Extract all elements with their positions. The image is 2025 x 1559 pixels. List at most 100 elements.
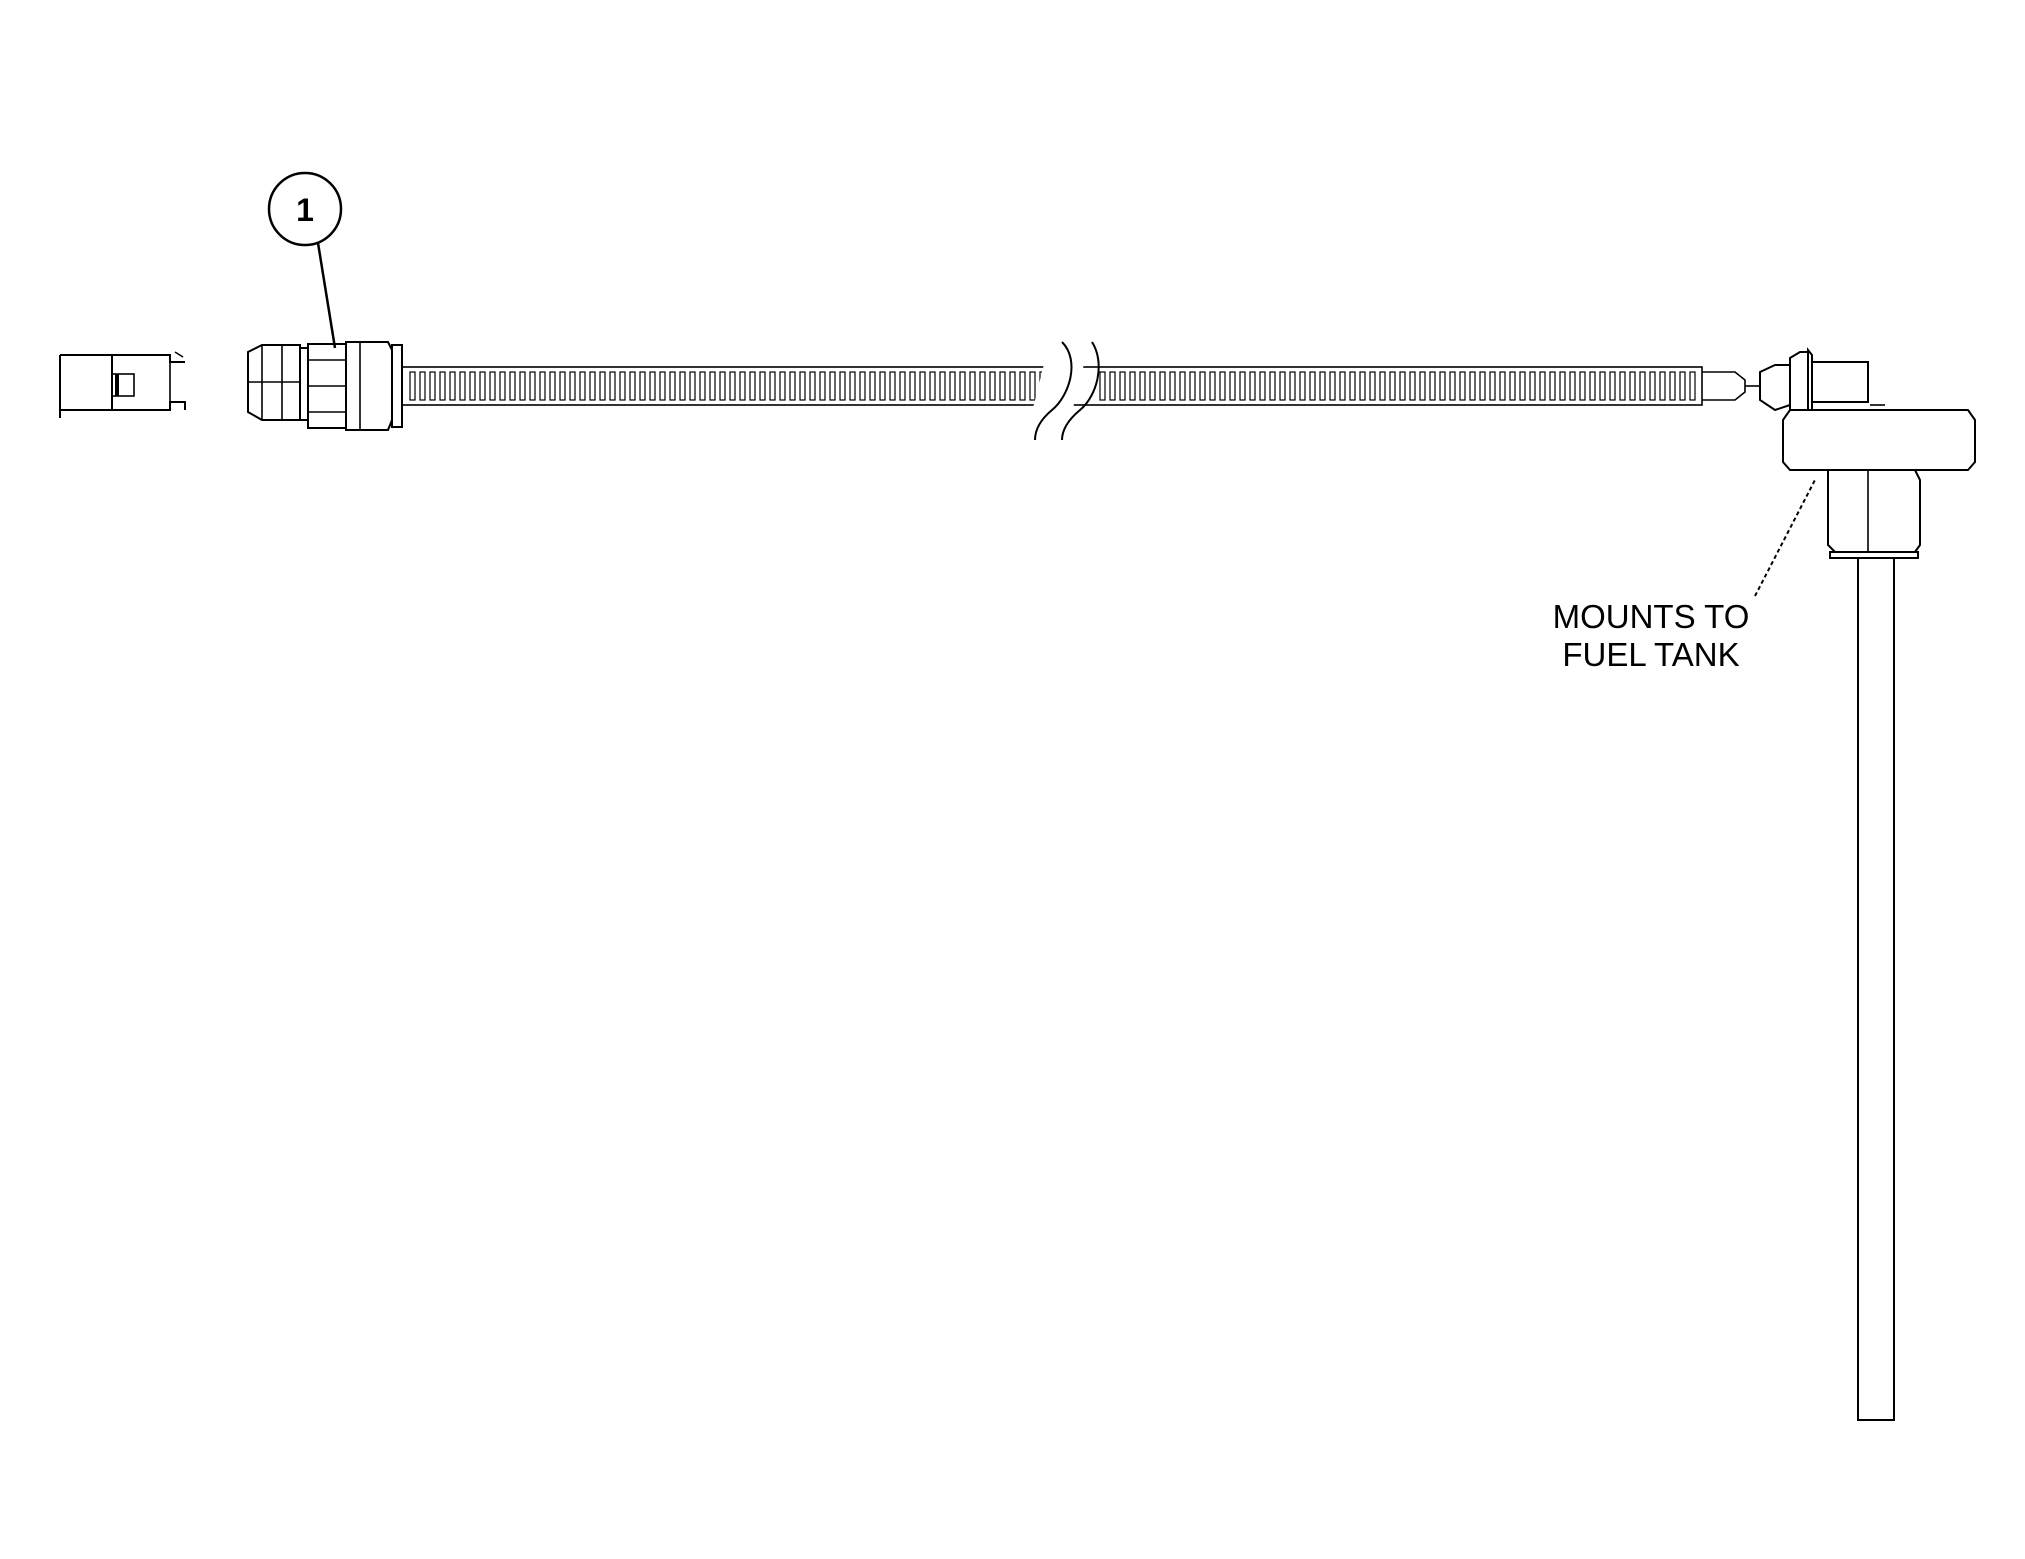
loom-rib — [1009, 371, 1016, 401]
loom-rib — [559, 371, 566, 401]
loom-rib — [819, 371, 826, 401]
loom-rib — [1459, 371, 1466, 401]
loom-rib — [1689, 371, 1696, 401]
loom-rib — [1329, 371, 1336, 401]
loom-rib — [1669, 371, 1676, 401]
loom-rib — [519, 371, 526, 401]
mount-note-line1: MOUNTS TO — [1553, 598, 1750, 635]
loom-rib — [709, 371, 716, 401]
loom-rib — [999, 371, 1006, 401]
loom-rib — [1229, 371, 1236, 401]
loom-rib — [1269, 371, 1276, 401]
loom-rib — [1339, 371, 1346, 401]
loom-rib — [979, 371, 986, 401]
loom-rib — [1019, 371, 1026, 401]
callout-1-label: 1 — [296, 192, 314, 228]
loom-rib — [1209, 371, 1216, 401]
fuel-sender-tube — [1857, 557, 1895, 1421]
loom-rib — [1429, 371, 1436, 401]
loom-rib — [1099, 371, 1106, 401]
loom-rib — [579, 371, 586, 401]
loom-rib — [1439, 371, 1446, 401]
loom-rib — [859, 371, 866, 401]
loom-rib — [499, 371, 506, 401]
loom-rib — [1399, 371, 1406, 401]
loom-rib — [779, 371, 786, 401]
loom-rib — [759, 371, 766, 401]
loom-rib — [829, 371, 836, 401]
loom-rib — [589, 371, 596, 401]
loom-rib — [1279, 371, 1286, 401]
callout-1: 1 — [267, 171, 343, 349]
loom-rib — [1549, 371, 1556, 401]
loom-rib — [949, 371, 956, 401]
loom-rib — [729, 371, 736, 401]
loom-rib — [939, 371, 946, 401]
loom-rib — [849, 371, 856, 401]
loom-rib — [799, 371, 806, 401]
loom-rib — [1569, 371, 1576, 401]
loom-rib — [529, 371, 536, 401]
loom-rib — [609, 371, 616, 401]
loom-rib — [1609, 371, 1616, 401]
loom-rib — [489, 371, 496, 401]
loom-rib — [1389, 371, 1396, 401]
note-leader — [1754, 477, 1817, 597]
loom-rib — [459, 371, 466, 401]
fuel-sender-head — [1702, 347, 1976, 559]
loom-rib — [419, 371, 426, 401]
loom-rib — [1489, 371, 1496, 401]
loom-rib — [1659, 371, 1666, 401]
loom-rib — [1509, 371, 1516, 401]
loom-rib — [1589, 371, 1596, 401]
loom-rib — [619, 371, 626, 401]
loom-rib — [749, 371, 756, 401]
loom-rib — [809, 371, 816, 401]
loom-rib — [1679, 371, 1686, 401]
loom-rib — [739, 371, 746, 401]
loom-rib — [569, 371, 576, 401]
loom-rib — [989, 371, 996, 401]
loom-rib — [1629, 371, 1636, 401]
loom-rib — [1199, 371, 1206, 401]
loom-rib — [1149, 371, 1156, 401]
loom-rib — [449, 371, 456, 401]
loom-rib — [409, 371, 416, 401]
loom-rib — [699, 371, 706, 401]
loom-rib — [1029, 371, 1036, 401]
loom-rib — [479, 371, 486, 401]
loom-rib — [469, 371, 476, 401]
harness-connector — [247, 341, 403, 431]
loom-rib — [599, 371, 606, 401]
loom-rib — [1449, 371, 1456, 401]
loom-rib — [1369, 371, 1376, 401]
loom-rib — [1379, 371, 1386, 401]
loom-rib — [909, 371, 916, 401]
loom-rib — [1159, 371, 1166, 401]
loom-rib — [439, 371, 446, 401]
loom-rib — [929, 371, 936, 401]
loom-rib — [719, 371, 726, 401]
loom-rib — [1139, 371, 1146, 401]
loom-rib — [1599, 371, 1606, 401]
loom-rib — [1179, 371, 1186, 401]
loom-rib — [1649, 371, 1656, 401]
loom-rib — [1499, 371, 1506, 401]
loom-rib — [919, 371, 926, 401]
loom-rib — [549, 371, 556, 401]
mating-connector — [59, 351, 186, 418]
loom-rib — [899, 371, 906, 401]
loom-rib — [1189, 371, 1196, 401]
loom-rib — [1309, 371, 1316, 401]
loom-rib — [429, 371, 436, 401]
loom-rib — [659, 371, 666, 401]
loom-rib — [1539, 371, 1546, 401]
loom-rib — [1559, 371, 1566, 401]
loom-rib — [1469, 371, 1476, 401]
loom-rib — [969, 371, 976, 401]
loom-rib — [1529, 371, 1536, 401]
loom-rib — [1169, 371, 1176, 401]
loom-rib — [1479, 371, 1486, 401]
loom-rib — [959, 371, 966, 401]
